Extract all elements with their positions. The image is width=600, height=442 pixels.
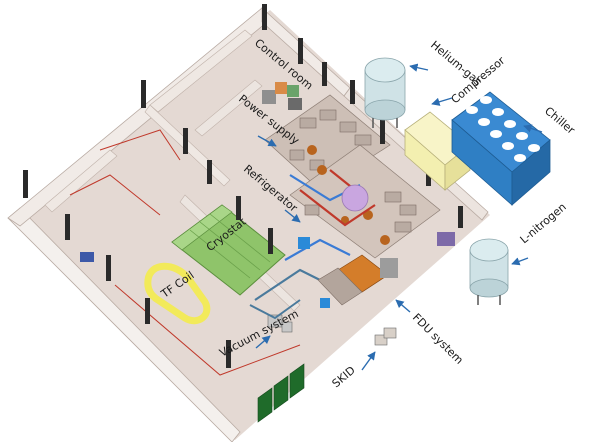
partition-wall (44, 149, 118, 213)
l-nitrogen-tank (469, 238, 509, 305)
chiller-fans (466, 96, 540, 162)
small-blue-unit (80, 252, 94, 262)
blue-valve-box (298, 237, 310, 249)
control-cabinet-green (287, 85, 299, 97)
power-supply-racks (264, 94, 391, 191)
chiller-label: Chiller (542, 104, 578, 137)
partition-wall (194, 79, 263, 137)
wall-pillars (23, 4, 463, 368)
label-arrows (255, 63, 543, 371)
cryostat-top (171, 204, 233, 251)
control-cabinet-grey (262, 90, 276, 104)
vacuum-pumps (267, 314, 293, 333)
green-gate (257, 363, 305, 423)
cable-line (69, 174, 161, 216)
fdu-system-label: FDU system (410, 311, 466, 367)
skid-label: SKID (330, 364, 358, 391)
vacuum-pipe (249, 299, 301, 320)
helium-gas-tank (364, 57, 406, 128)
skid-unit (374, 327, 397, 346)
fdu-frame (317, 267, 363, 306)
small-purple-unit (437, 232, 455, 246)
fdu-grey-box (380, 258, 398, 278)
chiller-unit (451, 91, 551, 206)
rack-rows (289, 109, 417, 233)
purple-vessel (341, 184, 369, 212)
small-blue-box (320, 298, 330, 308)
cryostat-ribs (189, 213, 271, 279)
control-cabinet-dark (288, 98, 302, 110)
control-cabinet-orange (275, 82, 287, 94)
cable-line (99, 129, 181, 161)
l-nitrogen-label: L-nitrogen (518, 200, 569, 246)
tf-coil (144, 262, 211, 325)
